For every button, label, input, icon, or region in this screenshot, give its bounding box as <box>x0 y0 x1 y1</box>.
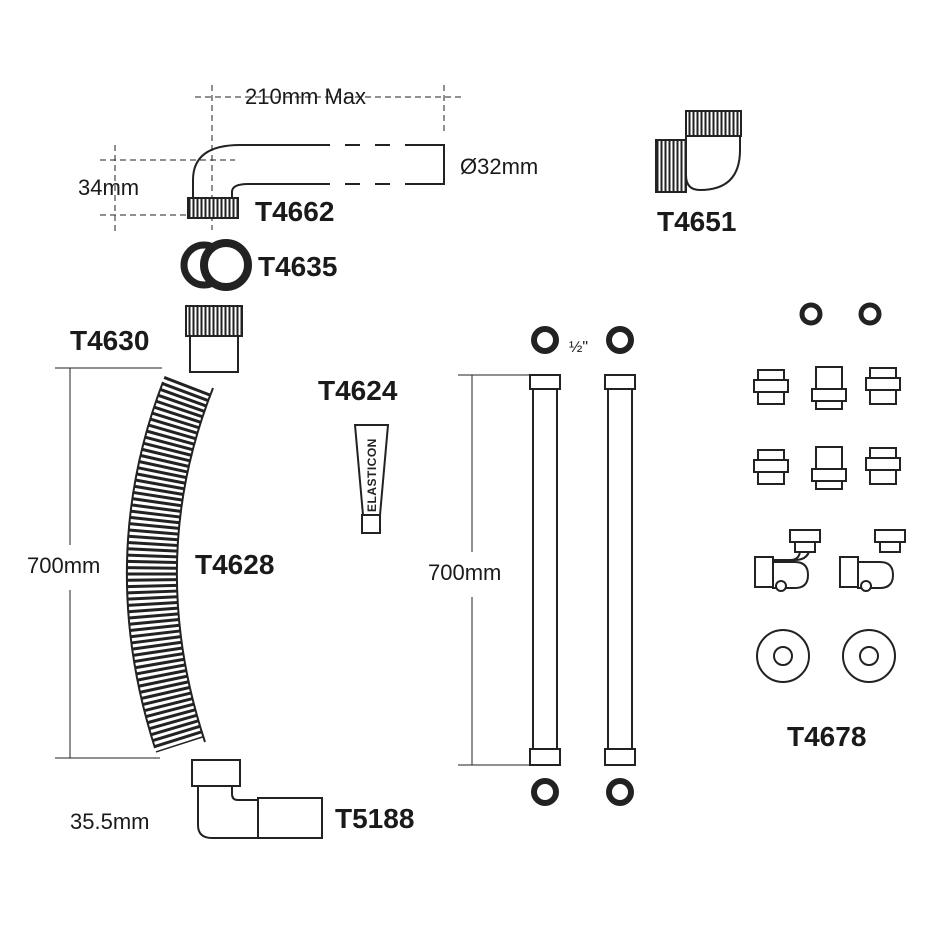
t4678-fittings-kit <box>753 302 906 683</box>
t5188-outlet-elbow <box>191 759 323 839</box>
t4630-body <box>189 335 239 373</box>
outlet-width-label: 35.5mm <box>70 809 150 834</box>
t4635-washers <box>180 239 252 291</box>
t4662-waste-elbow <box>100 85 465 232</box>
hose-length-label: 700mm <box>27 553 101 578</box>
t4630-nut <box>185 305 243 337</box>
part-t4630: T4630 <box>70 325 150 356</box>
part-t4662: T4662 <box>255 196 335 227</box>
t4662-thread <box>187 197 239 219</box>
hose-length-dimension <box>55 367 162 759</box>
t4628-hose-edge-right <box>175 387 214 743</box>
waste-length-label: 210mm Max <box>245 84 367 109</box>
part-t5188: T5188 <box>335 803 415 834</box>
t4628-hose-edge-left <box>125 381 164 749</box>
braided-length-dimension <box>458 374 530 766</box>
braided-hoses <box>529 326 636 806</box>
part-t4624: T4624 <box>318 375 398 406</box>
t4628-corrugated-hose <box>126 375 212 753</box>
part-t4628: T4628 <box>195 549 275 580</box>
part-t4678: T4678 <box>787 721 867 752</box>
braided-length-label: 700mm <box>428 560 502 585</box>
tube-brand-text: ELASTICON <box>365 438 379 512</box>
t4624-elasticon-tube: ELASTICON <box>353 424 390 534</box>
part-t4635: T4635 <box>258 251 338 282</box>
t4651-elbow-connector <box>655 110 742 193</box>
waste-diameter-label: Ø32mm <box>460 154 539 179</box>
thread-size-label: ½" <box>569 339 589 356</box>
waste-height-label: 34mm <box>78 175 140 200</box>
part-t4651: T4651 <box>657 206 737 237</box>
